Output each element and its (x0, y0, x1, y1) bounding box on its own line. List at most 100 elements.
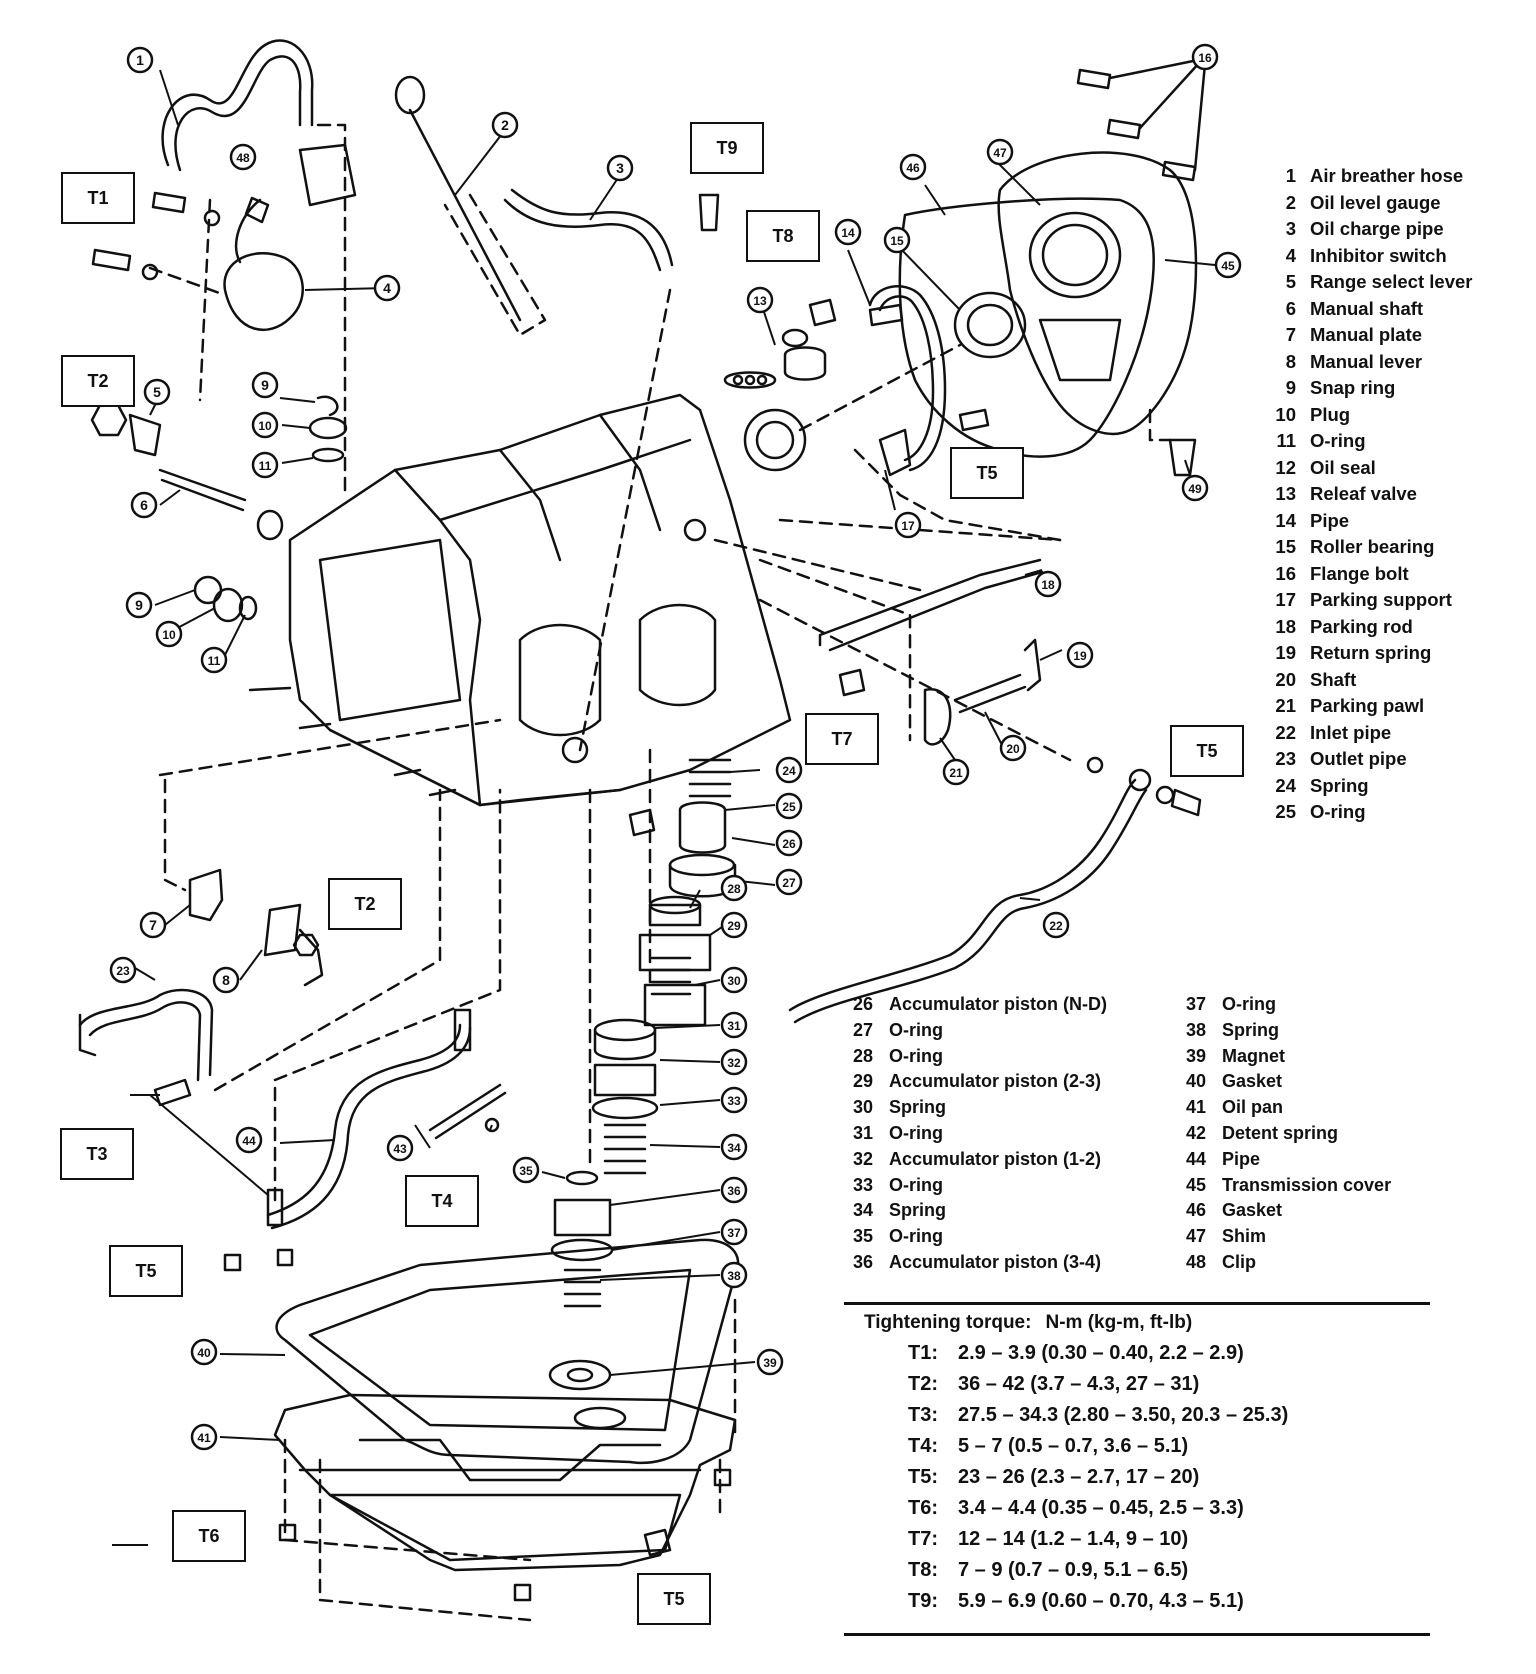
callout-7: 7 (149, 917, 157, 933)
shim (1028, 211, 1122, 299)
callout-5: 5 (153, 384, 161, 400)
manual-shaft (158, 468, 247, 502)
torque-label-t2-upper: T2 (61, 355, 135, 407)
callout-27: 27 (782, 876, 796, 890)
torque-row: T2:36 – 42 (3.7 – 4.3, 27 – 31) (908, 1373, 1200, 1395)
callout-10-lower: 10 (162, 628, 176, 642)
callout-3: 3 (616, 160, 624, 176)
gasket (275, 1238, 740, 1464)
oil-seal-12 (723, 371, 777, 389)
inhibitor-switch (223, 252, 304, 332)
accumulator-piston-2-3 (648, 903, 702, 927)
callout-13: 13 (753, 294, 767, 308)
torque-label-t4: T4 (405, 1175, 479, 1227)
parking-support (878, 428, 912, 477)
detent-spring (428, 1083, 502, 1132)
callout-25: 25 (782, 800, 796, 814)
magnet (548, 1359, 612, 1391)
torque-row: T3:27.5 – 34.3 (2.80 – 3.50, 20.3 – 25.3… (908, 1404, 1289, 1426)
t1-bolt-upper (151, 191, 187, 214)
spring-38 (563, 1268, 602, 1308)
callout-11-upper: 11 (259, 459, 272, 473)
spring-30 (650, 956, 692, 996)
flange-bolt-2 (1106, 118, 1142, 140)
snap-ring-lower (193, 575, 223, 605)
torque-label-t8: T8 (746, 210, 820, 262)
callout-31: 31 (727, 1019, 741, 1033)
manual-lever (263, 903, 302, 957)
callout-33: 33 (727, 1094, 741, 1108)
callout-19: 19 (1073, 649, 1087, 663)
callout-4: 4 (383, 280, 391, 296)
spring-34 (603, 1123, 647, 1175)
callout-14: 14 (841, 226, 855, 240)
callout-26: 26 (782, 837, 796, 851)
oil-charge-pipe (503, 198, 662, 272)
torque-row: T7:12 – 14 (1.2 – 1.4, 9 – 10) (908, 1528, 1189, 1550)
parking-rod (818, 558, 1042, 647)
callout-16: 16 (1198, 51, 1212, 65)
callout-23: 23 (116, 964, 130, 978)
torque-label-t5-cover: T5 (950, 447, 1024, 499)
inhibitor-wire (234, 198, 262, 264)
inhibitor-connector (298, 143, 357, 207)
torque-label-t7: T7 (805, 713, 879, 765)
o-ring-35 (565, 1170, 599, 1186)
callout-32: 32 (727, 1056, 741, 1070)
t9-bolt (698, 193, 720, 232)
t1-bolt-lower (91, 248, 132, 272)
accumulator-piston-1-2 (593, 1063, 657, 1097)
callout-38: 38 (727, 1269, 741, 1283)
plug-upper (308, 416, 348, 440)
gasket-46 (898, 197, 1155, 458)
t3-bolt (153, 1078, 192, 1107)
inlet-pipe (788, 778, 1137, 1012)
transmission-case (288, 393, 792, 807)
bolt-49 (1168, 438, 1197, 477)
o-ring-31 (593, 1018, 657, 1042)
callout-36: 36 (727, 1184, 741, 1198)
callout-9-upper: 9 (261, 377, 269, 393)
torque-label-t2-lower: T2 (328, 878, 402, 930)
callout-37: 37 (727, 1226, 741, 1240)
callout-49: 49 (1188, 482, 1202, 496)
callout-28: 28 (727, 882, 741, 896)
callout-29: 29 (727, 919, 741, 933)
callout-48: 48 (236, 151, 250, 165)
oil-level-gauge (408, 108, 522, 322)
air-breather-hose (161, 39, 314, 167)
callout-11-lower: 11 (208, 654, 221, 668)
callout-20: 20 (1006, 742, 1020, 756)
